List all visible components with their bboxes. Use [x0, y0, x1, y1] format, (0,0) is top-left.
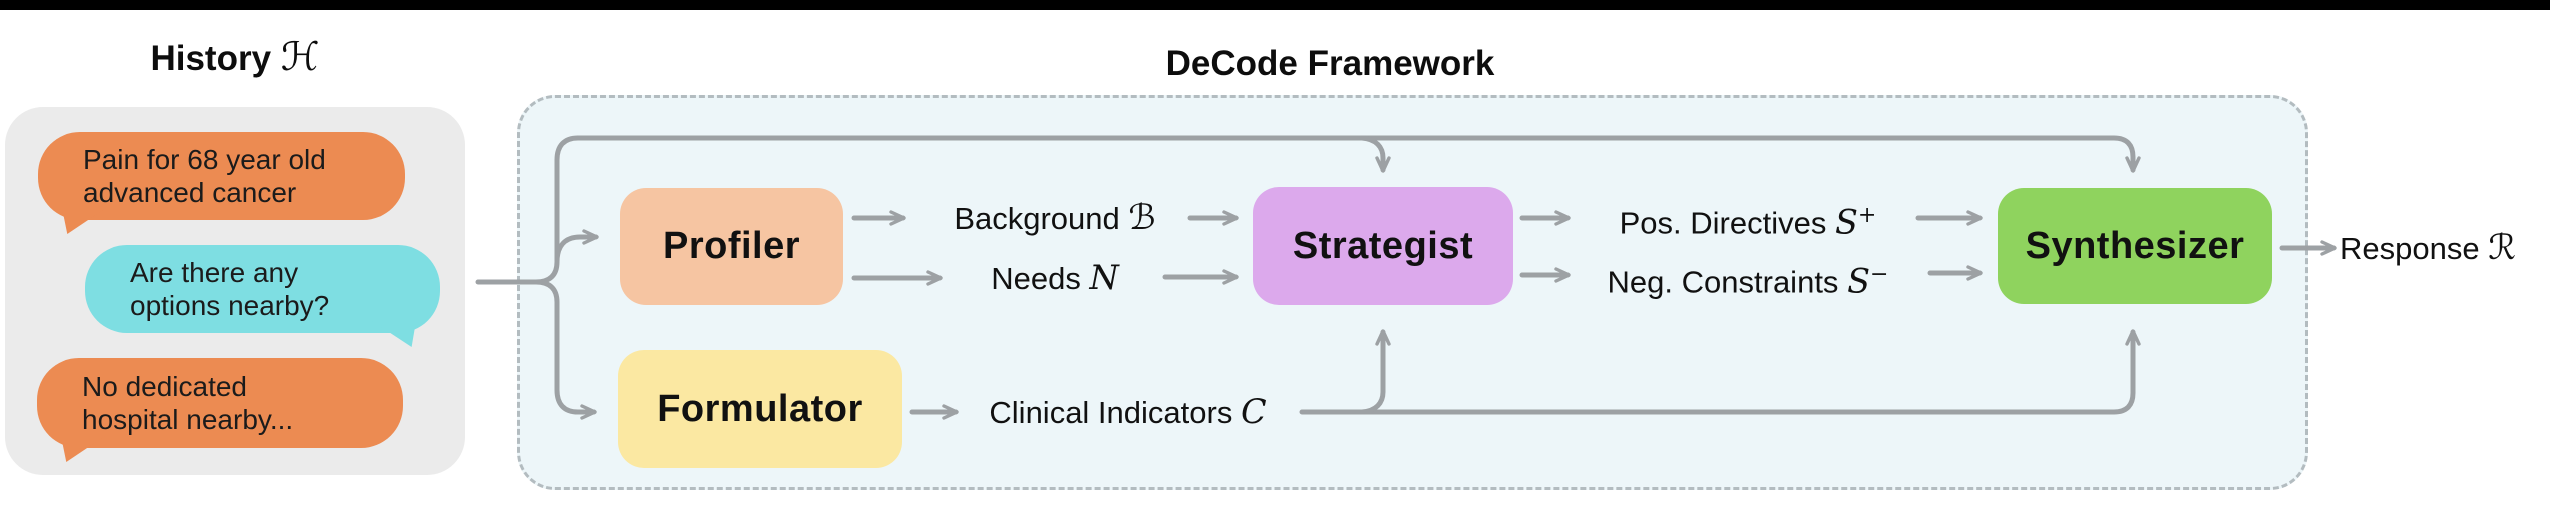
superscript-minus: −: [1870, 262, 1889, 287]
arrow-top-to-strategist: [1359, 135, 1391, 173]
arrow-to-formulator: [533, 279, 597, 420]
history-title-text: History: [150, 39, 272, 78]
label-text: Response: [2340, 231, 2480, 266]
arrow-clinical-strategist: [1359, 329, 1391, 415]
math-symbol-B: ℬ: [1128, 198, 1156, 238]
math-symbol-R: ℛ: [2488, 228, 2516, 268]
chat-bubble-text: Are there any options nearby?: [130, 257, 330, 321]
wire-clinical-rail: [1299, 329, 2141, 415]
math-symbol-S-minus: S: [1847, 261, 1870, 301]
math-symbol-S-plus: S: [1834, 202, 1858, 242]
label-text: Pos. Directives: [1619, 205, 1827, 241]
module-strategist: Strategist: [1253, 187, 1513, 305]
label-text: Needs: [991, 261, 1081, 296]
chat-bubble-patient-2: No dedicated hospital nearby...: [37, 358, 403, 462]
chat-bubble-text: No dedicated hospital nearby...: [82, 371, 294, 435]
label-pos-directives: Pos. Directives S+: [1586, 198, 1910, 241]
module-synthesizer: Synthesizer: [1998, 188, 2272, 304]
framework-title: DeCode Framework: [1165, 44, 1495, 83]
math-symbol-C: C: [1240, 392, 1267, 431]
wire-fork-up: [533, 135, 581, 285]
chat-bubble-user: Are there any options nearby?: [85, 245, 440, 347]
label-neg-constraints: Neg. Constraints S−: [1586, 257, 1910, 300]
superscript-plus: +: [1857, 203, 1877, 228]
label-clinical-indicators: Clinical Indicators C: [960, 394, 1296, 431]
label-text: Background: [954, 201, 1120, 236]
chat-bubble-patient-1: Pain for 68 year old advanced cancer: [38, 132, 405, 234]
module-formulator: Formulator: [618, 350, 902, 468]
history-title: History ℋ: [30, 38, 440, 79]
label-response: Response ℛ: [2340, 230, 2550, 267]
arrow-to-profiler: [554, 229, 599, 265]
module-profiler: Profiler: [620, 188, 843, 305]
history-symbol: ℋ: [280, 35, 320, 80]
top-black-bar: [0, 0, 2550, 10]
math-symbol-N: N: [1089, 258, 1119, 297]
module-label: Profiler: [662, 225, 801, 267]
wire-top-rail: [575, 135, 2141, 173]
module-label: Formulator: [657, 387, 863, 430]
module-label: Strategist: [1292, 224, 1474, 267]
label-text: Neg. Constraints: [1607, 264, 1839, 300]
label-needs: Needs N: [905, 260, 1205, 297]
chat-bubble-text: Pain for 68 year old advanced cancer: [83, 144, 326, 208]
label-background: Background ℬ: [905, 200, 1205, 237]
module-label: Synthesizer: [2025, 224, 2245, 267]
label-text: Clinical Indicators: [989, 395, 1233, 430]
